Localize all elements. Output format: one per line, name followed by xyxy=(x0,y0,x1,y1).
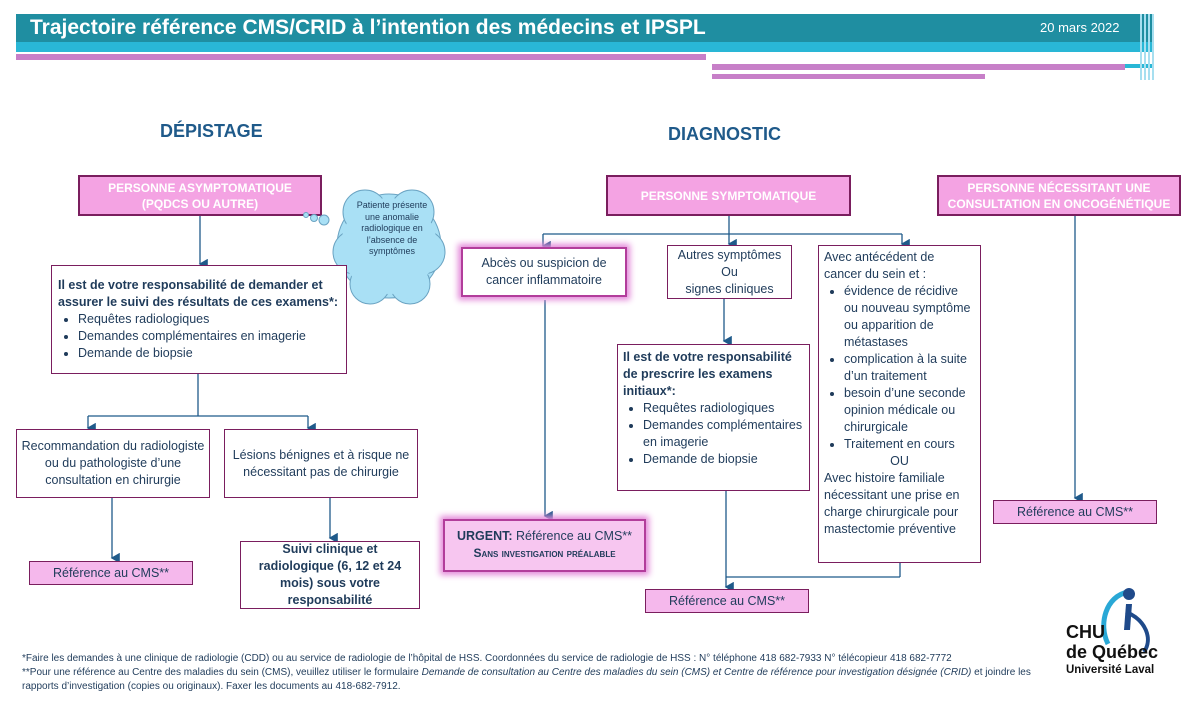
box-recommandation: Recommandation du radiologiste ou du pat… xyxy=(16,429,210,498)
logo-line2: de Québec xyxy=(1066,642,1159,662)
list-item: évidence de récidive ou nouveau symptôme… xyxy=(844,283,975,351)
section-depistage: DÉPISTAGE xyxy=(160,121,263,141)
autres-line3: signes cliniques xyxy=(685,282,774,296)
antecedent-ou: OU xyxy=(890,454,909,468)
header-stripe-cyan-right xyxy=(1125,64,1153,68)
list-item: Requêtes radiologiques xyxy=(78,311,340,328)
box-reference-cms-diagnostic: Référence au CMS** xyxy=(645,589,809,613)
box-suivi-clinique: Suivi clinique et radiologique (6, 12 et… xyxy=(240,541,420,609)
box-oncogenetique: PERSONNE NÉCESSITANT UNE CONSULTATION EN… xyxy=(937,175,1181,216)
footer-note-1: *Faire les demandes à une clinique de ra… xyxy=(22,653,952,664)
list-item: Demandes complémentaires en imagerie xyxy=(78,328,340,345)
list-item: Requêtes radiologiques xyxy=(643,400,804,417)
prescribe-title: Il est de votre responsabilité de prescr… xyxy=(623,350,792,398)
autres-line2: Ou xyxy=(721,265,738,279)
antecedent-list: évidence de récidive ou nouveau symptôme… xyxy=(824,283,975,453)
header-stripe-pink xyxy=(16,54,706,60)
box-responsabilite-depistage: Il est de votre responsabilité de demand… xyxy=(51,265,347,374)
box-abces: Abcès ou suspicion de cancer inflammatoi… xyxy=(461,247,627,297)
box-autres-symptomes: Autres symptômes Ou signes cliniques xyxy=(667,245,792,299)
urgent-line: URGENT: Référence au CMS** xyxy=(445,528,644,545)
section-diagnostic: DIAGNOSTIC xyxy=(668,124,782,144)
footer-note-2: **Pour une référence au Centre des malad… xyxy=(22,667,1031,692)
list-item: besoin d’une seconde opinion médicale ou… xyxy=(844,385,975,436)
chu-logo-icon xyxy=(1101,588,1150,654)
autres-line1: Autres symptômes xyxy=(677,248,782,262)
urgent-sub: Sans investigation préalable xyxy=(473,546,616,560)
header-stripe-pink-right xyxy=(712,64,1125,70)
header-stripe-pink-right2 xyxy=(712,74,985,79)
list-item: complication à la suite d’un traitement xyxy=(844,351,975,385)
prescribe-list: Requêtes radiologiques Demandes compléme… xyxy=(623,400,804,468)
responsabilite-list: Requêtes radiologiques Demandes compléme… xyxy=(58,311,340,362)
header-bar xyxy=(16,14,1154,42)
box-reference-cms-oncogenetique: Référence au CMS** xyxy=(993,500,1157,524)
list-item: Traitement en cours xyxy=(844,436,975,453)
cloud-icon xyxy=(332,189,446,305)
list-item: Demande de biopsie xyxy=(78,345,340,362)
logo-line3: Université Laval xyxy=(1066,664,1155,676)
urgent-text: Référence au CMS** xyxy=(512,529,633,543)
box-personne-asymptomatique: PERSONNE ASYMPTOMATIQUE (PQDCS OU AUTRE) xyxy=(78,175,322,216)
cloud-text: Patiente présente une anomalie radiologi… xyxy=(356,200,428,256)
page-title: Trajectoire référence CMS/CRID à l’inten… xyxy=(30,16,706,39)
cloud-bubbles xyxy=(303,212,330,226)
box-lesions-benignes: Lésions bénignes et à risque ne nécessit… xyxy=(224,429,418,498)
urgent-label: URGENT: xyxy=(456,529,513,543)
responsabilite-title: Il est de votre responsabilité de demand… xyxy=(58,278,339,309)
header-vlines xyxy=(1140,14,1154,80)
list-item: Demande de biopsie xyxy=(643,451,804,468)
antecedent-title: Avec antécédent de cancer du sein et : xyxy=(824,250,935,281)
header-stripe-cyan xyxy=(16,42,1154,52)
list-item: Demandes complémentaires en imagerie xyxy=(643,417,804,451)
antecedent-familial: Avec histoire familiale nécessitant une … xyxy=(824,471,960,536)
box-antecedent: Avec antécédent de cancer du sein et : é… xyxy=(818,245,981,563)
box-urgent: URGENT: Référence au CMS** Sans investig… xyxy=(443,519,646,572)
cloud-shape xyxy=(330,182,448,310)
chu-logo: CHU de Québec Université Laval xyxy=(1060,584,1170,692)
header-date: 20 mars 2022 xyxy=(1040,20,1120,35)
box-responsabilite-diagnostic: Il est de votre responsabilité de prescr… xyxy=(617,344,810,491)
box-reference-cms-depistage: Référence au CMS** xyxy=(29,561,193,585)
footer-notes: *Faire les demandes à une clinique de ra… xyxy=(22,652,1052,694)
logo-line1: CHU xyxy=(1066,622,1105,642)
box-personne-symptomatique: PERSONNE SYMPTOMATIQUE xyxy=(606,175,851,216)
